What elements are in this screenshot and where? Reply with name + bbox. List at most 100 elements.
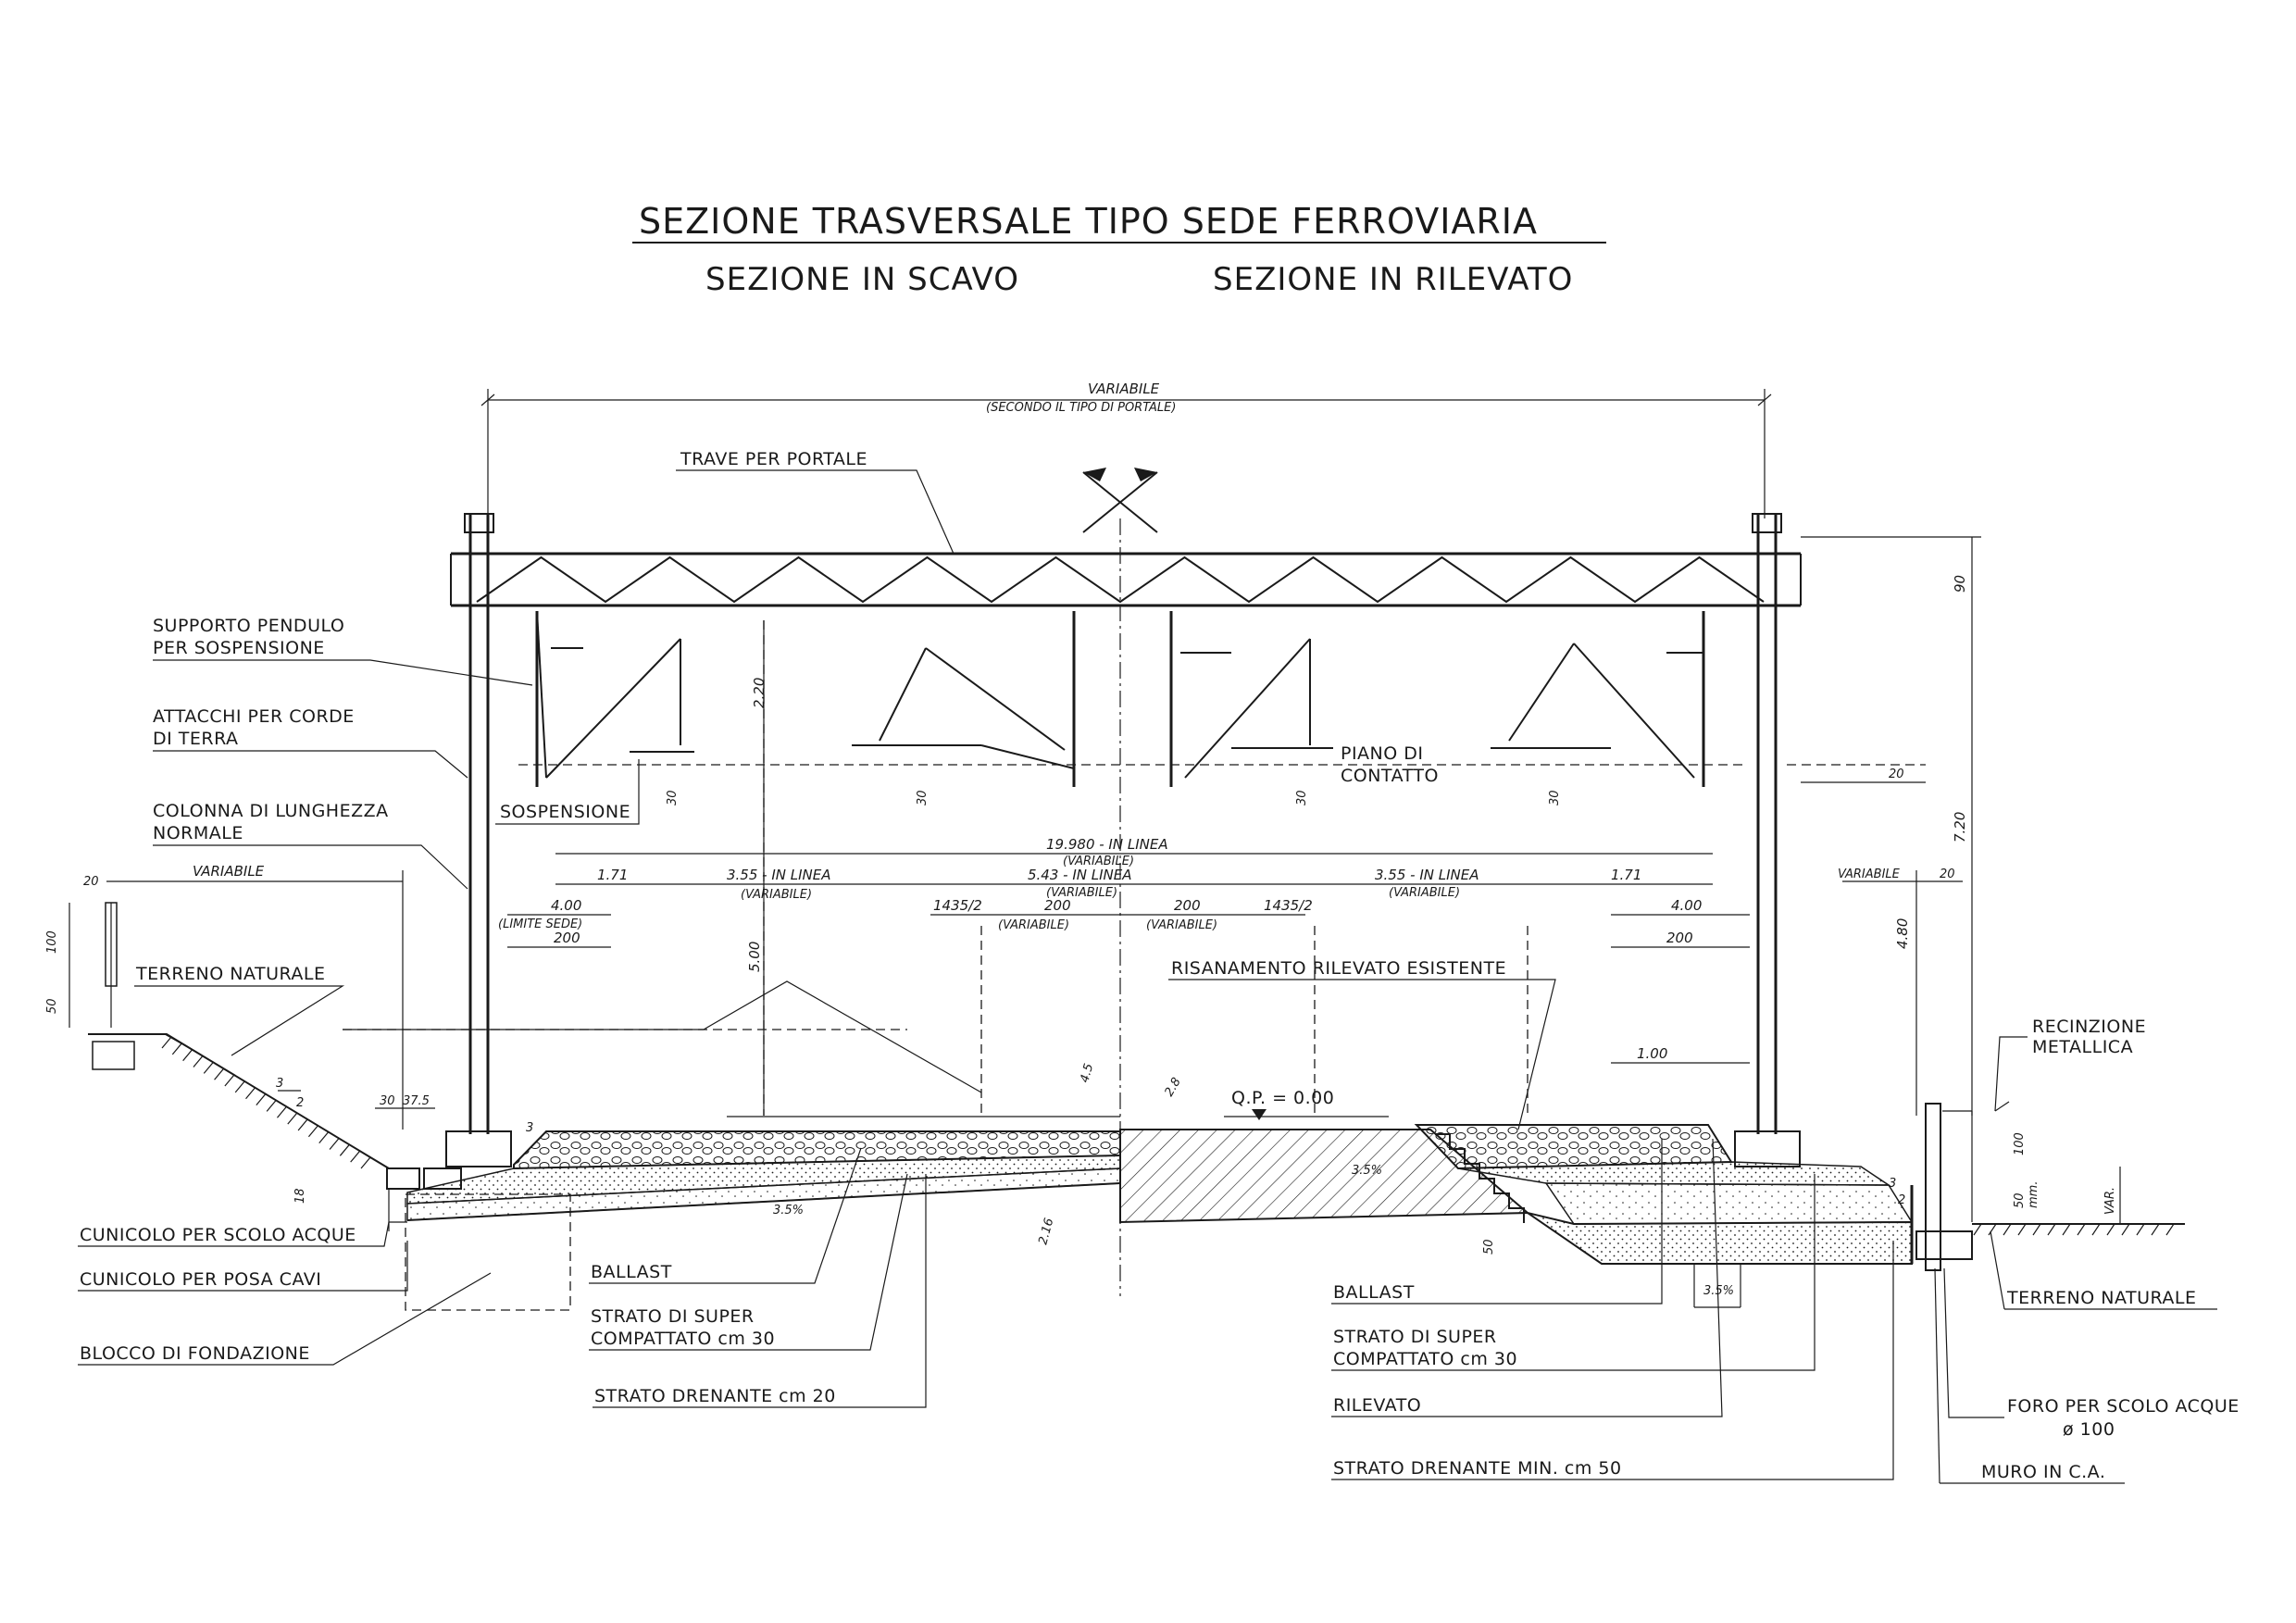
label-strato-drenante-left: STRATO DRENANTE cm 20 (594, 1386, 836, 1406)
dim-200-a: 200 (1044, 897, 1071, 914)
label-recinzione-2: METALLICA (2032, 1037, 2133, 1057)
dim-30-2: 30 (916, 790, 930, 805)
height-lines (763, 620, 1529, 1116)
subtitle-scavo: SEZIONE IN SCAVO (705, 261, 1019, 298)
label-trave: TRAVE PER PORTALE (680, 449, 867, 469)
dim-var: VAR. (2103, 1187, 2117, 1215)
label-strato-drenante-right: STRATO DRENANTE MIN. cm 50 (1333, 1458, 1622, 1479)
dim-400-left: 4.00 (551, 897, 581, 914)
top-dim-value: VARIABILE (1088, 381, 1160, 397)
dim-543-var: (VARIABILE) (1046, 886, 1117, 900)
dimension-chain-main: 19.980 - IN LINEA (VARIABILE) 1.71 3.55 … (498, 836, 1750, 1064)
dim-30-b: 30 (380, 1094, 395, 1108)
trackbed-left: 3.5% 4.5 2.8 2.16 (389, 1062, 1184, 1246)
dim-171-right: 1.71 (1611, 867, 1641, 883)
right-wall: 100 50 mm. VAR. (1910, 1103, 2185, 1271)
dim-355-right-var: (VARIABILE) (1389, 886, 1460, 900)
dim-171-left: 1.71 (597, 867, 628, 883)
label-colonna-2: NORMALE (153, 823, 243, 843)
dim-total-var: (VARIABILE) (1063, 855, 1134, 868)
trackbed-right: 3.5% 3.5% 50 3 2 3 (526, 1116, 1914, 1308)
dim-200-left: 200 (554, 930, 580, 946)
dim-500: 5.00 (746, 942, 763, 972)
cantilevers (535, 610, 1705, 787)
dim-355-left: 3.55 - IN LINEA (727, 867, 831, 883)
dim-216: 2.16 (1036, 1217, 1056, 1246)
label-strato-super-right-2: COMPATTATO cm 30 (1333, 1349, 1517, 1369)
qp-marker (1252, 1109, 1267, 1120)
dim-220: 2.20 (751, 678, 767, 708)
dim-480: 4.80 (1894, 918, 1911, 949)
dim-355-left-var: (VARIABILE) (741, 888, 812, 902)
dim-50-r2: 50 (2013, 1192, 2027, 1208)
dim-20-right: 20 (1940, 868, 1955, 881)
label-attacchi-2: DI TERRA (153, 729, 239, 749)
label-colonna-1: COLONNA DI LUNGHEZZA (153, 801, 389, 821)
right-column (1734, 513, 1801, 1167)
label-rilevato: RILEVATO (1333, 1395, 1421, 1416)
dim-200-b: 200 (1174, 897, 1201, 914)
label-ballast-left: BALLAST (591, 1262, 672, 1282)
dim-20-left: 20 (83, 875, 99, 889)
dim-200-a-var: (VARIABILE) (998, 918, 1069, 932)
dim-30-4: 30 (1548, 790, 1562, 805)
left-edge-dims: VARIABILE 20 100 50 (45, 863, 404, 1130)
dim-720: 7.20 (1952, 812, 1968, 843)
dim-1435-left: 1435/2 (933, 897, 982, 914)
dim-30-3: 30 (1295, 790, 1309, 805)
dim-total: 19.980 - IN LINEA (1046, 836, 1168, 853)
label-cunicolo-cavi: CUNICOLO PER POSA CAVI (80, 1269, 321, 1290)
subtitle-rilevato: SEZIONE IN RILEVATO (1213, 261, 1573, 298)
label-strato-super-right-1: STRATO DI SUPER (1333, 1327, 1497, 1347)
dim-mm: mm. (2027, 1181, 2040, 1208)
dim-3-c: 3 (526, 1121, 533, 1135)
dim-355-right: 3.55 - IN LINEA (1375, 867, 1479, 883)
dim-30-1: 30 (666, 790, 680, 805)
dim-375: 37.5 (403, 1094, 430, 1108)
dim-100-r: 100 (2013, 1132, 2027, 1155)
label-sospensione: SOSPENSIONE (500, 802, 630, 822)
label-qp: Q.P. = 0.00 (1231, 1088, 1334, 1108)
dim-limite: (LIMITE SEDE) (498, 918, 582, 931)
label-terreno-left: TERRENO NATURALE (135, 964, 326, 984)
dim-1435-right: 1435/2 (1264, 897, 1313, 914)
dim-543: 5.43 - IN LINEA (1028, 867, 1132, 883)
label-terreno-right: TERRENO NATURALE (2006, 1288, 2197, 1308)
label-piano-2: CONTATTO (1341, 766, 1439, 786)
dim-18: 18 (293, 1188, 307, 1204)
dim-100-right: 1.00 (1637, 1045, 1667, 1062)
dim-2-a: 2 (296, 1096, 304, 1110)
label-attacchi-1: ATTACCHI PER CORDE (153, 706, 355, 727)
label-foro-1: FORO PER SCOLO ACQUE (2007, 1396, 2240, 1417)
dim-28: 2.8 (1162, 1076, 1183, 1099)
dim-45: 4.5 (1078, 1062, 1096, 1084)
dim-3-a: 3 (276, 1077, 283, 1091)
dim-100-post: 100 (45, 930, 59, 954)
label-blocco: BLOCCO DI FONDAZIONE (80, 1343, 310, 1364)
drawing-title: SEZIONE TRASVERSALE TIPO SEDE FERROVIARI… (639, 201, 1538, 242)
label-supporto-2: PER SOSPENSIONE (153, 638, 325, 658)
dim-50-r: 50 (1482, 1239, 1496, 1255)
label-strato-super-left-1: STRATO DI SUPER (591, 1306, 755, 1327)
dim-35-right-a: 3.5% (1352, 1164, 1382, 1178)
dim-variabile-left: VARIABILE (193, 863, 265, 880)
left-column (445, 513, 512, 1167)
dim-variabile-right: VARIABILE (1838, 868, 1901, 881)
label-risanamento: RISANAMENTO RILEVATO ESISTENTE (1171, 958, 1506, 979)
label-muro: MURO IN C.A. (1981, 1462, 2105, 1482)
top-dim-note: (SECONDO IL TIPO DI PORTALE) (986, 401, 1176, 415)
label-ballast-right: BALLAST (1333, 1282, 1415, 1303)
dim-2-b: 2 (1898, 1193, 1905, 1207)
label-foro-2: ø 100 (2063, 1419, 2115, 1440)
dim-3-b: 3 (1889, 1177, 1896, 1191)
dim-35-right-b: 3.5% (1703, 1284, 1734, 1298)
axis-symbol (1082, 468, 1158, 533)
dim-35-left: 3.5% (773, 1204, 804, 1217)
dim-90: 90 (1952, 575, 1968, 593)
top-dimension: VARIABILE (SECONDO IL TIPO DI PORTALE) (480, 381, 1772, 518)
dim-200-b-var: (VARIABILE) (1146, 918, 1217, 932)
portal-beam (450, 552, 1802, 607)
dim-400-right: 4.00 (1671, 897, 1702, 914)
label-supporto-1: SUPPORTO PENDULO (153, 616, 344, 636)
